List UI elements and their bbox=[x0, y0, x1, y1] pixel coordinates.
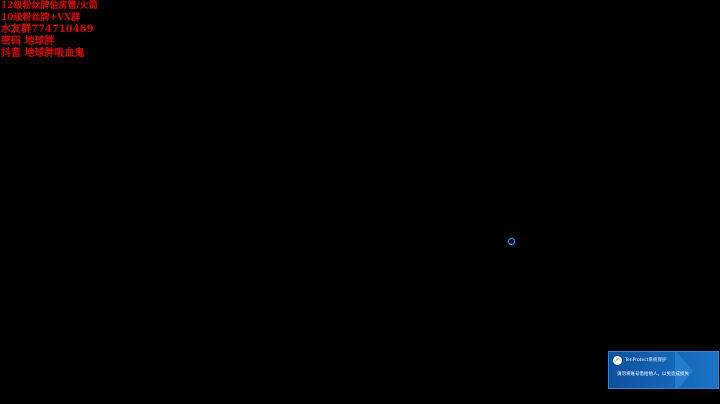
overlay-line-douyin: 抖音 地球胖吸血鬼 bbox=[1, 48, 85, 59]
tenprotect-shield-icon: ✓ bbox=[613, 356, 622, 365]
toast-title: TenProtect系统保护 bbox=[625, 358, 667, 363]
overlay-line-fan-badge-10: 10级粉丝牌+VX群 bbox=[1, 13, 81, 23]
loading-spinner-icon bbox=[508, 238, 515, 245]
tenprotect-notification[interactable]: ✓ TenProtect系统保护 请勿将账号借给他人，以免造成损失 bbox=[608, 351, 719, 389]
toast-message: 请勿将账号借给他人，以免造成损失 bbox=[617, 372, 689, 377]
stream-overlay-text: 12级粉丝牌伯房管/火箭 10级粉丝牌+VX群 水友群774710469 密码 … bbox=[1, 0, 98, 60]
toast-chevron-decoration bbox=[675, 352, 693, 388]
overlay-line-password: 密码 地球胖 bbox=[1, 36, 55, 47]
overlay-line-fan-group: 水友群774710469 bbox=[1, 24, 94, 35]
overlay-line-fan-badge-12: 12级粉丝牌伯房管/火箭 bbox=[1, 1, 98, 11]
